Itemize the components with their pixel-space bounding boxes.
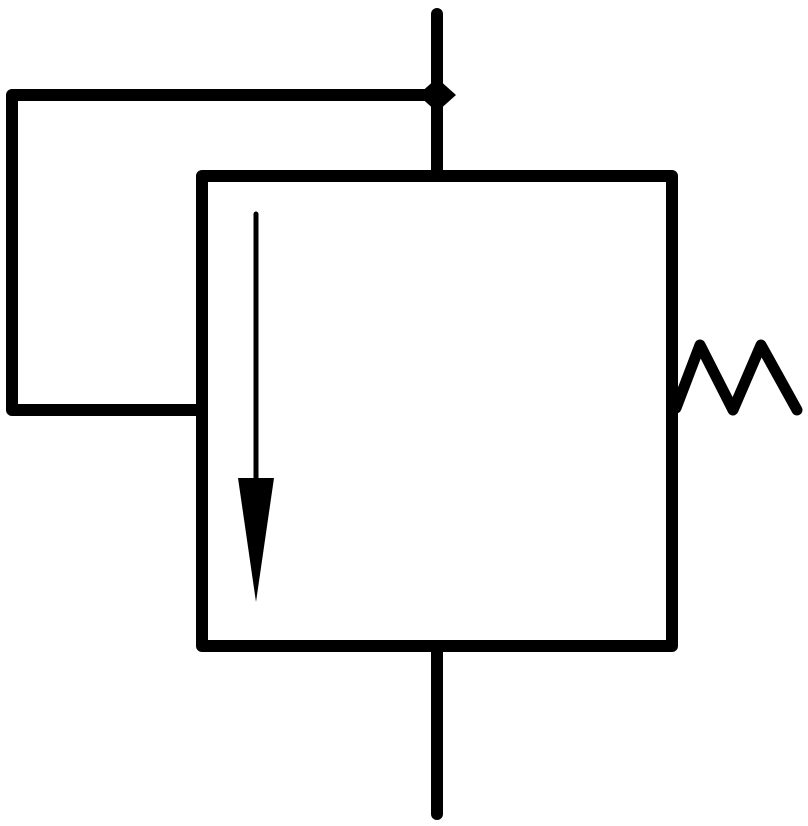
spring-zigzag — [670, 339, 803, 416]
pilot-pressure-line — [6, 89, 443, 416]
flow-arrow-head — [238, 478, 274, 602]
valve-body-square — [196, 170, 678, 652]
junction-dot — [418, 78, 456, 112]
